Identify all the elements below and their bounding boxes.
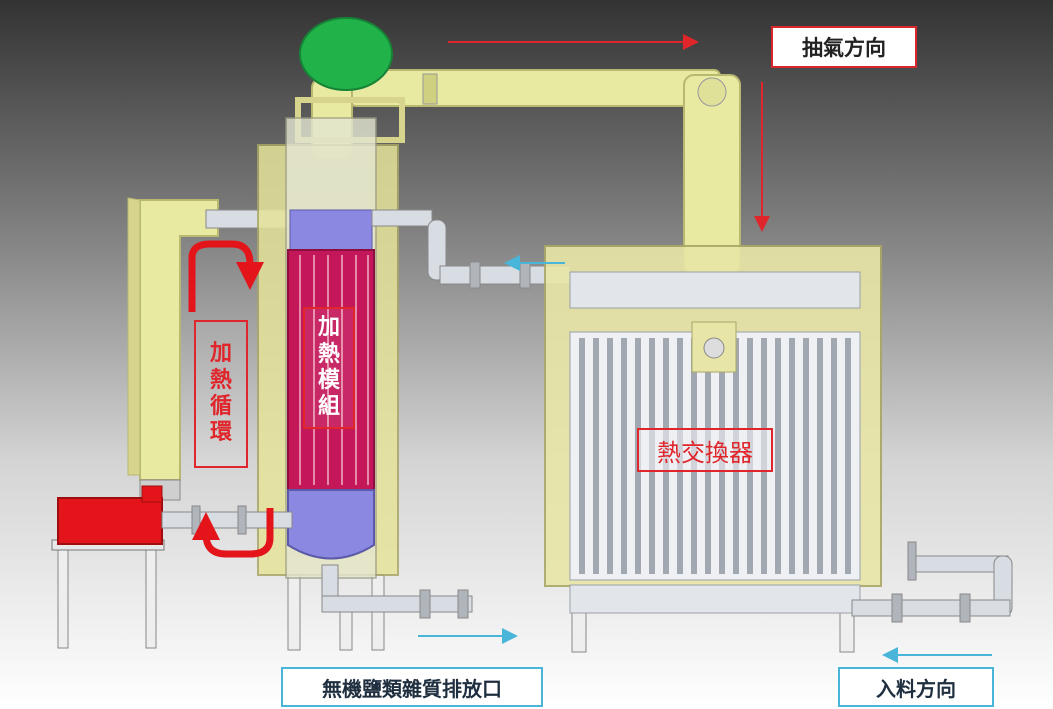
- salt-discharge-label: 無機鹽類雜質排放口: [281, 667, 543, 707]
- circulation-pump: [57, 497, 163, 545]
- heating-loop-char: 熱: [209, 367, 232, 393]
- return-duct: [127, 197, 297, 501]
- heating-loop-bottom-arrow: [192, 508, 274, 558]
- discharge-pipe: [321, 564, 473, 619]
- heating-loop-char: 環: [209, 420, 232, 446]
- heating-module-body: [287, 249, 375, 491]
- heating-module-label: 加 熱 模 組: [303, 307, 355, 429]
- heating-loop-top-arrow: [188, 240, 264, 312]
- pump-outlet: [141, 485, 163, 503]
- upper-chamber: [289, 209, 373, 253]
- heating-module-char: 加: [317, 315, 340, 341]
- heating-module-char: 組: [317, 394, 340, 420]
- exhaust-direction-label: 抽氣方向: [771, 26, 917, 68]
- heating-module-char: 熱: [317, 341, 340, 367]
- blower: [299, 17, 393, 91]
- feed-pipe: [851, 541, 1013, 623]
- heating-loop-label: 加 熱 循 環: [194, 320, 248, 468]
- heat-exchanger-unit: [544, 245, 882, 614]
- heating-loop-char: 循: [209, 394, 232, 419]
- heating-tubes: [299, 255, 369, 485]
- heating-loop-char: 加: [209, 341, 232, 367]
- heat-exchanger-label: 熱交換器: [637, 428, 773, 472]
- feed-direction-label: 入料方向: [838, 667, 994, 707]
- heating-module-char: 模: [317, 368, 340, 393]
- vapor-pipe: [371, 209, 571, 289]
- lower-chamber: [287, 489, 375, 560]
